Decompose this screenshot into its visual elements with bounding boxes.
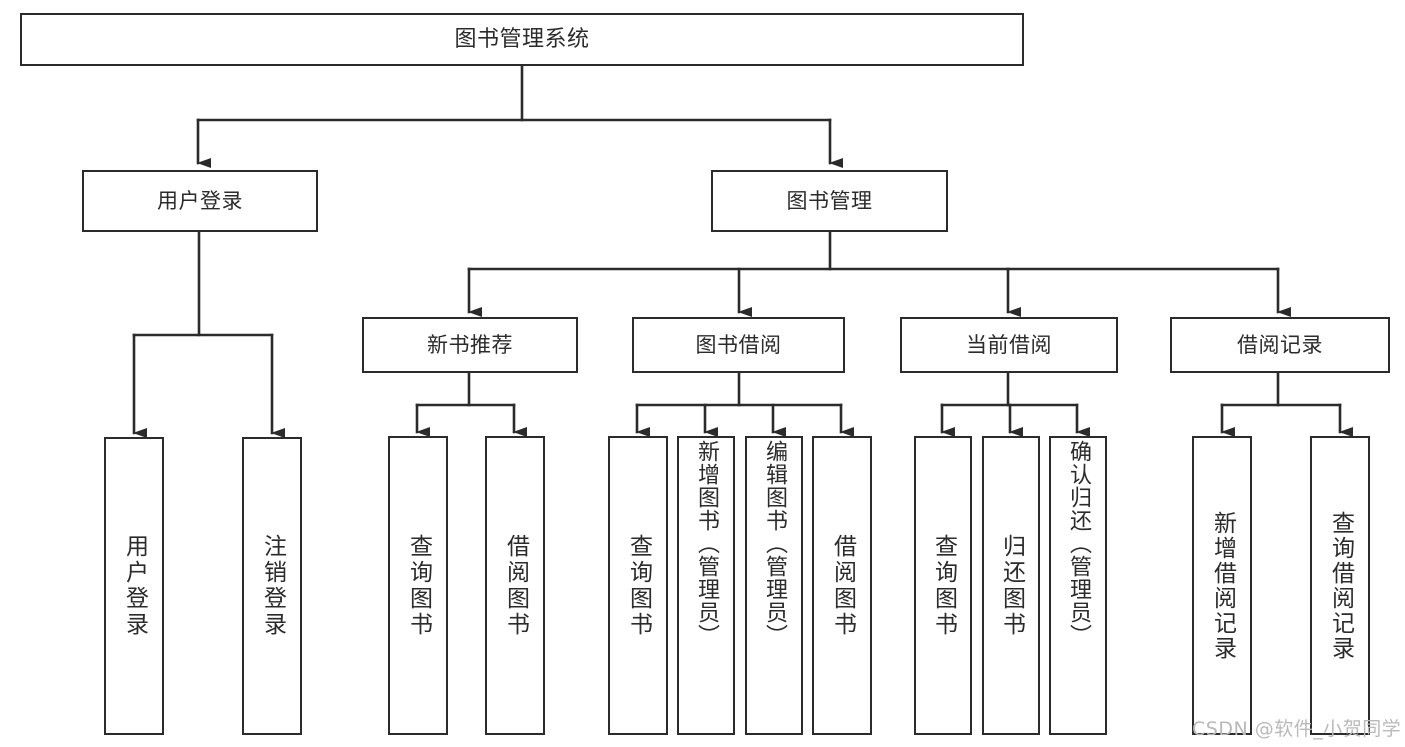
node-leaf-borrow-book-2[interactable]: 借阅图书 [812, 436, 872, 735]
node-user-login-label: 用户登录 [157, 188, 243, 213]
node-leaf-query-book-3-label: 查询图书 [930, 533, 957, 638]
node-leaf-user-login-label: 用户登录 [121, 534, 148, 638]
node-leaf-borrow-book-1-label: 借阅图书 [502, 533, 529, 638]
node-current-borrow[interactable]: 当前借阅 [900, 317, 1118, 373]
node-leaf-borrow-book-1[interactable]: 借阅图书 [485, 436, 545, 735]
node-leaf-confirm-return-label: 确认归还（管理员） [1066, 440, 1091, 647]
node-root-system[interactable]: 图书管理系统 [20, 13, 1024, 66]
node-leaf-query-book-2[interactable]: 查询图书 [608, 436, 668, 735]
node-leaf-query-record[interactable]: 查询借阅记录 [1310, 436, 1370, 735]
node-borrow-record-label: 借阅记录 [1237, 332, 1323, 357]
node-current-borrow-label: 当前借阅 [966, 332, 1052, 357]
node-leaf-query-book-2-label: 查询图书 [625, 533, 652, 638]
node-leaf-query-book-1[interactable]: 查询图书 [388, 436, 448, 735]
node-leaf-return-book-label: 归还图书 [998, 533, 1025, 638]
node-leaf-logout[interactable]: 注销登录 [242, 437, 302, 735]
node-book-borrow[interactable]: 图书借阅 [632, 317, 845, 373]
node-leaf-query-book-3[interactable]: 查询图书 [914, 436, 972, 735]
node-new-book-rec-label: 新书推荐 [427, 332, 513, 357]
csdn-watermark: CSDN @软件_小贺同学 [1192, 718, 1402, 740]
node-book-manage-label: 图书管理 [786, 188, 873, 213]
node-leaf-query-book-1-label: 查询图书 [405, 533, 432, 638]
node-book-manage[interactable]: 图书管理 [711, 170, 948, 232]
node-leaf-borrow-book-2-label: 借阅图书 [829, 533, 856, 638]
node-leaf-add-book-label: 新增图书（管理员） [694, 440, 719, 647]
node-leaf-query-record-label: 查询借阅记录 [1327, 510, 1354, 661]
node-user-login[interactable]: 用户登录 [82, 170, 318, 232]
node-leaf-edit-book-label: 编辑图书（管理员） [762, 440, 787, 647]
node-leaf-user-login[interactable]: 用户登录 [104, 437, 164, 735]
node-leaf-confirm-return[interactable]: 确认归还（管理员） [1049, 436, 1107, 735]
node-book-borrow-label: 图书借阅 [695, 332, 782, 357]
node-new-book-rec[interactable]: 新书推荐 [362, 317, 578, 373]
node-leaf-add-record[interactable]: 新增借阅记录 [1192, 436, 1252, 735]
node-root-system-label: 图书管理系统 [454, 26, 590, 52]
node-leaf-add-record-label: 新增借阅记录 [1209, 510, 1236, 661]
node-leaf-edit-book[interactable]: 编辑图书（管理员） [745, 436, 803, 735]
node-leaf-logout-label: 注销登录 [259, 534, 286, 638]
node-leaf-add-book[interactable]: 新增图书（管理员） [677, 436, 735, 735]
node-borrow-record[interactable]: 借阅记录 [1170, 317, 1390, 373]
node-leaf-return-book[interactable]: 归还图书 [982, 436, 1040, 735]
